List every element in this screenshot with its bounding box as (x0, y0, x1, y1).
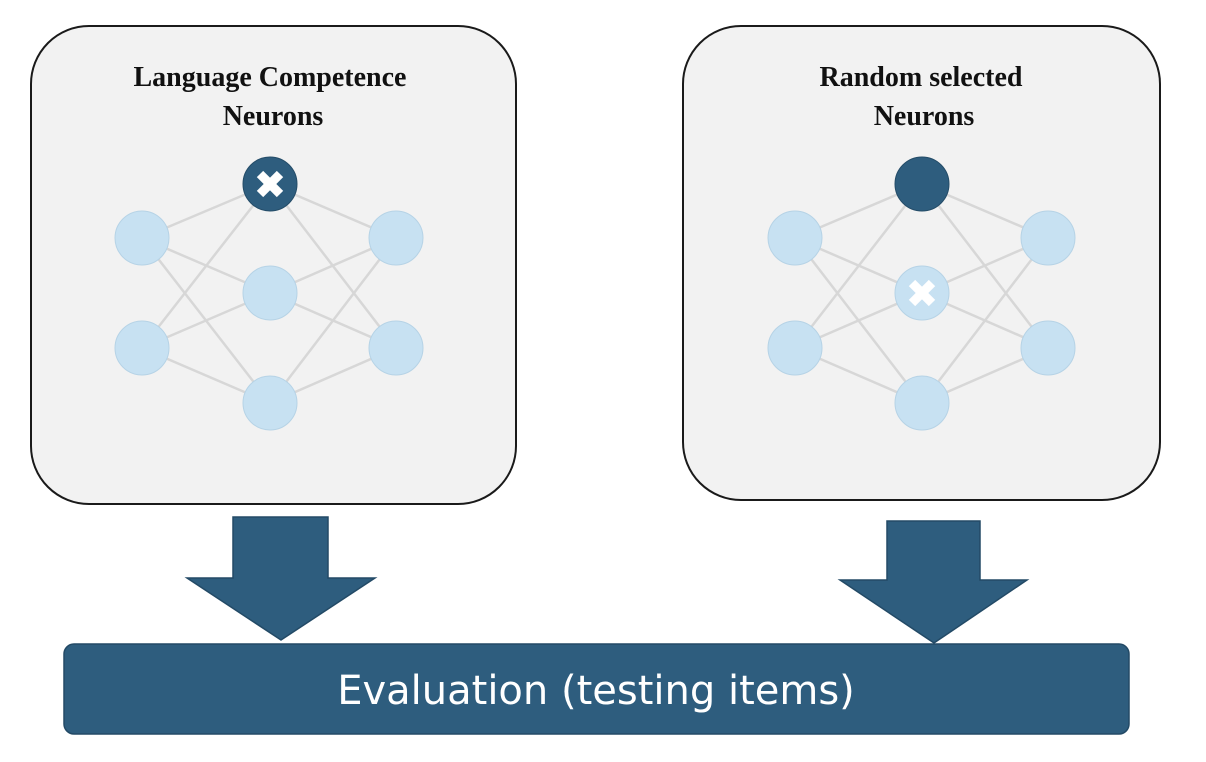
neural-network (767, 156, 1076, 431)
evaluation-bar: Evaluation (testing items) (63, 643, 1130, 735)
connection-line (269, 237, 397, 404)
panel-language-competence: Language Competence Neurons (30, 25, 517, 505)
neural-network (114, 156, 424, 431)
output-neuron (368, 320, 424, 376)
panel-title-line1: Random selected (820, 62, 1023, 93)
panel-random-selected: Random selected Neurons (682, 25, 1161, 501)
hidden-neuron-middle (242, 265, 298, 321)
down-arrow-icon (837, 520, 1030, 644)
panel-title-line2: Neurons (223, 101, 324, 132)
x-mark-icon (256, 170, 284, 198)
evaluation-label: Evaluation (testing items) (337, 668, 855, 714)
panel-title-line2: Neurons (874, 101, 975, 132)
connection-line (141, 183, 271, 349)
input-neuron (114, 320, 170, 376)
output-neuron (1020, 210, 1076, 266)
panel-title-line1: Language Competence (134, 62, 407, 93)
output-neuron (1020, 320, 1076, 376)
input-neuron (767, 210, 823, 266)
output-neuron (368, 210, 424, 266)
connection-line (921, 237, 1049, 404)
hidden-neuron-bottom (242, 375, 298, 431)
input-neuron (767, 320, 823, 376)
x-mark-icon (908, 279, 936, 307)
connection-line (794, 183, 923, 349)
hidden-neuron-top (894, 156, 950, 212)
hidden-neuron-bottom (894, 375, 950, 431)
down-arrow-icon (184, 516, 378, 641)
input-neuron (114, 210, 170, 266)
panel-box (30, 25, 517, 505)
panel-box (682, 25, 1161, 501)
evaluation-box (63, 643, 1130, 735)
